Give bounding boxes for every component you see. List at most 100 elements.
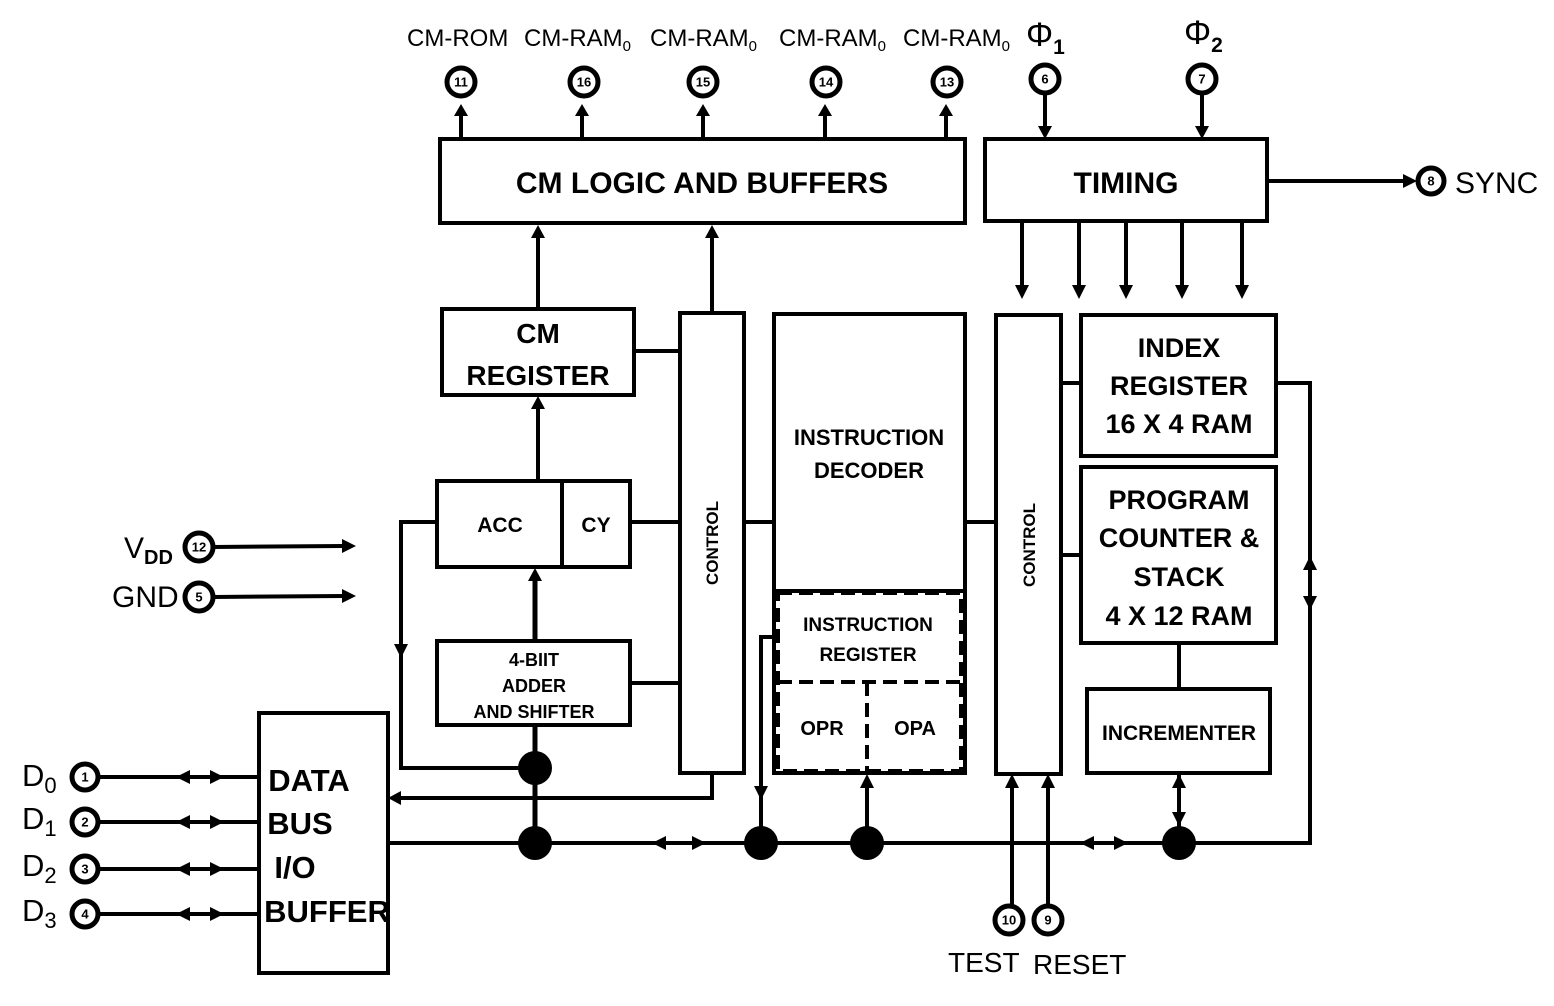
svg-text:3: 3 xyxy=(81,862,88,877)
timing-label: TIMING xyxy=(1074,167,1179,200)
control-to-data-bus xyxy=(388,773,714,805)
pin-7: 7 xyxy=(1185,62,1219,96)
data-bus-label-1: DATA xyxy=(268,763,350,798)
adder-to-acc xyxy=(528,568,542,641)
acc-to-cm-register xyxy=(531,396,545,481)
control-to-cm-logic xyxy=(705,225,719,313)
cy-label: CY xyxy=(581,514,610,537)
adder-label-1: 4-BIIT xyxy=(509,650,559,670)
instruction-decoder-block xyxy=(772,312,967,775)
pin-14: 14 xyxy=(809,65,843,99)
sync-output-wire xyxy=(1267,174,1417,188)
index-register-label-2: REGISTER xyxy=(1110,371,1248,401)
index-register-label-1: INDEX xyxy=(1138,333,1221,363)
data-bus-buffer-block xyxy=(257,711,390,975)
index-register-bus-loop xyxy=(1179,381,1317,845)
junction-dot xyxy=(850,826,884,860)
phi1-label: Φ1 xyxy=(1026,16,1065,59)
svg-text:15: 15 xyxy=(696,75,710,90)
cm-register-label-2: REGISTER xyxy=(466,360,609,391)
pin-3: 3 xyxy=(69,853,101,885)
d0-label: D0 xyxy=(22,758,57,798)
cm-output-wires xyxy=(454,104,953,139)
junction-dot xyxy=(518,826,552,860)
data-bus-label-4: BUFFER xyxy=(264,894,390,929)
timing-output-wires xyxy=(1015,221,1249,299)
control-right-block xyxy=(994,313,1063,776)
cm-ram-15-label: CM-RAM0 xyxy=(650,25,757,55)
control-right-label: CONTROL xyxy=(1020,503,1039,587)
pin-12: 12 xyxy=(182,530,216,564)
program-counter-block xyxy=(1079,465,1278,645)
pin-11: 11 xyxy=(444,65,478,99)
data-bus-label-2: BUS xyxy=(267,806,332,841)
clock-input-wires xyxy=(1038,94,1209,139)
acc-block xyxy=(435,479,564,569)
d2-label: D2 xyxy=(22,848,57,888)
register-feed-wire xyxy=(754,635,778,843)
data-bus-label-3: I/O xyxy=(274,850,315,885)
pin-1: 1 xyxy=(69,761,101,793)
adder-label-3: AND SHIFTER xyxy=(474,702,595,722)
svg-text:9: 9 xyxy=(1044,913,1051,928)
test-label: TEST xyxy=(948,947,1020,978)
instruction-decoder-label-2: DECODER xyxy=(814,458,924,483)
svg-text:14: 14 xyxy=(819,75,834,90)
opa-label: OPA xyxy=(894,718,936,740)
junction-dot xyxy=(518,751,552,785)
test-input-wire xyxy=(1005,774,1019,905)
pin-6: 6 xyxy=(1028,62,1062,96)
gnd-label: GND xyxy=(112,581,179,614)
cm-register-label-1: CM xyxy=(516,318,560,349)
opr-label: OPR xyxy=(800,718,844,740)
instruction-register-label-2: REGISTER xyxy=(819,645,916,666)
reset-input-wire xyxy=(1041,774,1055,905)
timing-block xyxy=(983,137,1269,223)
vdd-wire xyxy=(212,539,356,553)
internal-data-bus xyxy=(388,836,1179,850)
pin-9: 9 xyxy=(1031,903,1065,937)
svg-text:12: 12 xyxy=(192,540,206,555)
svg-text:13: 13 xyxy=(940,75,954,90)
data-pin-wires xyxy=(98,770,259,921)
pin-8: 8 xyxy=(1415,165,1447,197)
incrementer-label: INCREMENTER xyxy=(1102,722,1256,745)
program-counter-label-2: COUNTER & xyxy=(1099,523,1260,553)
svg-text:10: 10 xyxy=(1002,913,1016,928)
vdd-label: VDD xyxy=(124,532,173,569)
program-counter-label-3: STACK xyxy=(1134,562,1225,592)
cm-logic-block xyxy=(438,137,967,225)
pin-15: 15 xyxy=(686,65,720,99)
pin-2: 2 xyxy=(69,806,101,838)
program-counter-label-4: 4 X 12 RAM xyxy=(1105,601,1252,631)
svg-text:2: 2 xyxy=(81,815,88,830)
instruction-register-label-1: INSTRUCTION xyxy=(803,615,933,636)
instruction-decoder-label-1: INSTRUCTION xyxy=(794,425,944,450)
svg-text:16: 16 xyxy=(577,75,591,90)
pin-4: 4 xyxy=(69,898,101,930)
incrementer-block xyxy=(1085,687,1272,775)
pin-10: 10 xyxy=(992,903,1026,937)
junction-dot xyxy=(1162,826,1196,860)
svg-text:4: 4 xyxy=(81,907,89,922)
pin-16: 16 xyxy=(567,65,601,99)
program-counter-label-1: PROGRAM xyxy=(1109,485,1250,515)
cm-ram-14-label: CM-RAM0 xyxy=(779,25,886,55)
cm-ram-13-label: CM-RAM0 xyxy=(903,25,1010,55)
phi2-label: Φ2 xyxy=(1184,14,1223,57)
junction-dot xyxy=(744,826,778,860)
cy-block xyxy=(560,479,632,569)
pin-5: 5 xyxy=(182,580,216,614)
cm-register-to-cm-logic xyxy=(531,225,545,309)
pin-13: 13 xyxy=(930,65,964,99)
cm-rom-label: CM-ROM xyxy=(407,25,508,52)
reset-label: RESET xyxy=(1033,949,1126,980)
acc-feedback-loop xyxy=(394,520,535,770)
cm-ram-16-label: CM-RAM0 xyxy=(524,25,631,55)
svg-text:1: 1 xyxy=(81,770,88,785)
cm-logic-label: CM LOGIC AND BUFFERS xyxy=(516,167,888,200)
index-register-label-3: 16 X 4 RAM xyxy=(1105,409,1252,439)
control-left-block xyxy=(678,311,746,775)
index-register-block xyxy=(1079,313,1278,458)
